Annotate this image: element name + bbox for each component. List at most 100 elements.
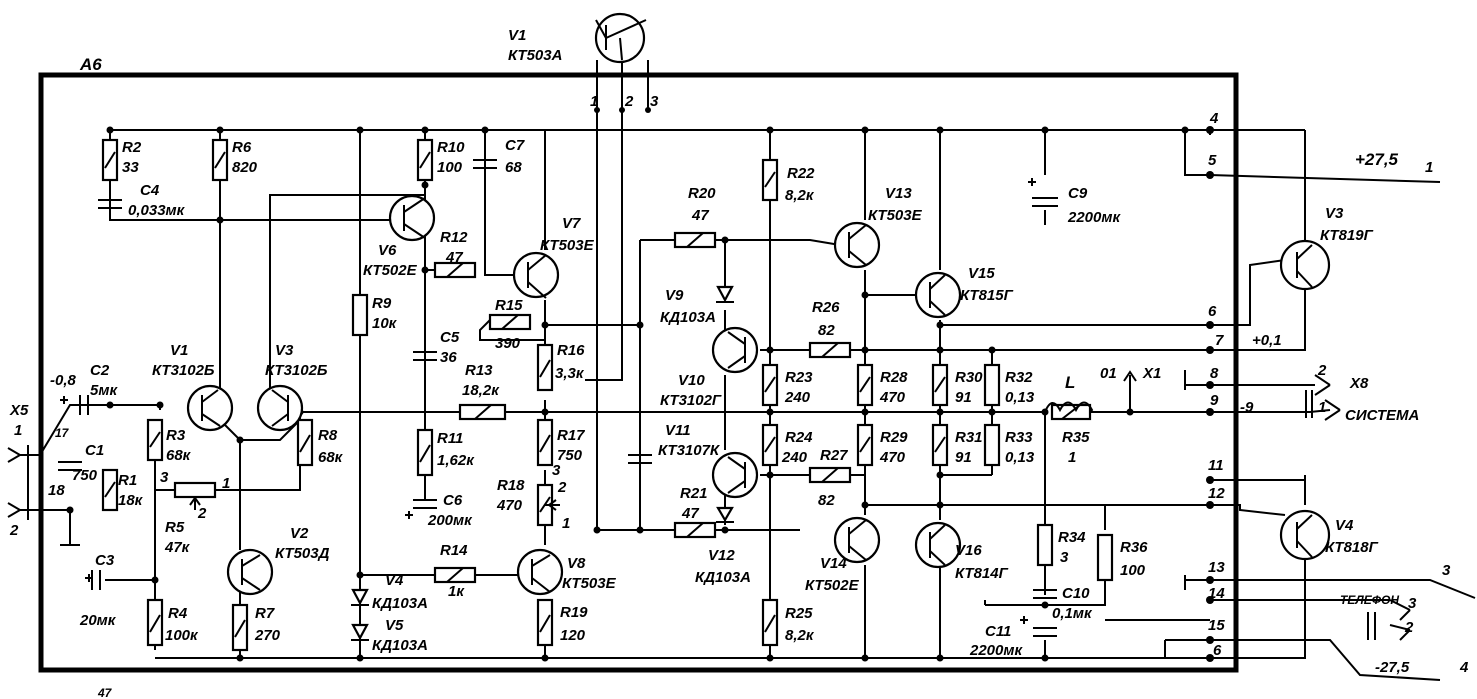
label-r10-val: 100 bbox=[437, 159, 463, 176]
label-r21-ref: R21 bbox=[680, 485, 708, 502]
diode-v4 bbox=[351, 588, 369, 606]
label-r22-val: 8,2к bbox=[785, 187, 815, 204]
label-minus275-num: 4 bbox=[1459, 659, 1469, 676]
label-r16-ref: R16 bbox=[557, 342, 585, 359]
label-r30-ref: R30 bbox=[955, 369, 983, 386]
label-r6-val: 820 bbox=[232, 159, 258, 176]
label-v13-ref: V13 bbox=[885, 185, 912, 202]
label-r15-val: 390 bbox=[495, 335, 521, 352]
label-r16-val: 3,3к bbox=[555, 365, 585, 382]
transistor-v6 bbox=[388, 194, 436, 242]
label-v11-val: КТ3107К bbox=[658, 442, 721, 459]
label-r1-ref: R1 bbox=[118, 472, 137, 489]
transistor-v3 bbox=[256, 384, 304, 432]
label-c5-val: 36 bbox=[440, 349, 457, 366]
inductor-l bbox=[1044, 401, 1094, 413]
label-r28-val: 470 bbox=[879, 389, 906, 406]
label-r17-val: 750 bbox=[557, 447, 583, 464]
label-v8-ref: V8 bbox=[567, 555, 586, 572]
transistor-v16 bbox=[914, 521, 962, 569]
label-v7-ref: V7 bbox=[562, 215, 581, 232]
label-c7-ref: C7 bbox=[505, 137, 525, 154]
label-r2-val: 33 bbox=[122, 159, 139, 176]
diode-v12 bbox=[716, 506, 734, 523]
label-v3ext-ref: V3 bbox=[1325, 205, 1344, 222]
label-c10-val: 0,1мк bbox=[1052, 605, 1093, 622]
label-r12-ref: R12 bbox=[440, 229, 468, 246]
label-v2-val: КТ503Д bbox=[275, 545, 330, 562]
label-c9-ref: C9 bbox=[1068, 185, 1088, 202]
label-r27-val: 82 bbox=[818, 492, 835, 509]
label-sistema: СИСТЕМА bbox=[1345, 407, 1419, 424]
resistor-r34 bbox=[1036, 523, 1054, 567]
label-v3ext-val: КТ819Г bbox=[1320, 227, 1374, 244]
label-r34-ref: R34 bbox=[1058, 529, 1086, 546]
label-vt-pin1: 1 bbox=[590, 93, 598, 110]
label-v9-ref: V9 bbox=[665, 287, 684, 304]
label-r3-ref: R3 bbox=[166, 427, 186, 444]
label-tel-pin2: 2 bbox=[1404, 619, 1414, 636]
label-v1-val: КТ3102Б bbox=[152, 362, 215, 379]
label-r26-val: 82 bbox=[818, 322, 835, 339]
transistor-v8 bbox=[516, 548, 564, 596]
component-labels: V1 КТ503А R2 33 C4 0,033мк R6 820 R10 10… bbox=[72, 27, 1379, 659]
label-n08: -0,8 bbox=[50, 372, 77, 389]
label-v6-ref: V6 bbox=[378, 242, 397, 259]
label-out3: 3 bbox=[1442, 562, 1451, 579]
label-r18-pin1: 1 bbox=[562, 515, 570, 532]
transistor-v11 bbox=[711, 451, 759, 499]
label-r36-val: 100 bbox=[1120, 562, 1146, 579]
label-telefon: ТЕЛЕФОН bbox=[1340, 593, 1399, 607]
label-r12-val: 47 bbox=[445, 249, 463, 266]
label-r24-val: 240 bbox=[781, 449, 808, 466]
label-l-ref: L bbox=[1065, 373, 1075, 392]
label-v1ext-val: КТ503А bbox=[508, 47, 562, 64]
label-r13-ref: R13 bbox=[465, 362, 493, 379]
label-r33-val: 0,13 bbox=[1005, 449, 1035, 466]
label-c1-val: 750 bbox=[72, 467, 98, 484]
transistor-v2 bbox=[226, 548, 274, 596]
label-v12-val: КД103А bbox=[695, 569, 751, 586]
label-c4-ref: C4 bbox=[140, 182, 160, 199]
label-c2-ref: C2 bbox=[90, 362, 110, 379]
label-pin5: 5 bbox=[1208, 152, 1217, 169]
label-v6-val: КТ502Е bbox=[363, 262, 418, 279]
resistor-r33 bbox=[983, 423, 1001, 467]
diode-v5 bbox=[351, 623, 369, 641]
label-v1-ref: V1 bbox=[170, 342, 188, 359]
r18-arrow bbox=[547, 499, 557, 511]
transistor-v4-ext bbox=[1279, 509, 1331, 561]
label-pin4: 4 bbox=[1209, 110, 1219, 127]
label-r21-val: 47 bbox=[681, 505, 699, 522]
label-r35-val: 1 bbox=[1068, 449, 1076, 466]
label-r10-ref: R10 bbox=[437, 139, 465, 156]
label-v7-val: КТ503Е bbox=[540, 237, 595, 254]
label-x5: X5 bbox=[9, 402, 29, 419]
resistor-r5 bbox=[173, 481, 217, 499]
label-r31-ref: R31 bbox=[955, 429, 983, 446]
label-v14-val: КТ502Е bbox=[805, 577, 860, 594]
label-n17: 17 bbox=[55, 426, 70, 440]
label-v10-val: КТ3102Г bbox=[660, 392, 722, 409]
label-r18-ref: R18 bbox=[497, 477, 525, 494]
label-r15-ref: R15 bbox=[495, 297, 523, 314]
transistor-v1 bbox=[186, 384, 234, 432]
label-c6-ref: C6 bbox=[443, 492, 463, 509]
transistor-v13 bbox=[833, 221, 881, 269]
label-r32-ref: R32 bbox=[1005, 369, 1033, 386]
label-r11-ref: R11 bbox=[437, 430, 463, 447]
label-pin16: 6 bbox=[1213, 642, 1222, 659]
label-pin6: 6 bbox=[1208, 303, 1217, 320]
label-pin12: 12 bbox=[1208, 485, 1225, 502]
label-v12-ref: V12 bbox=[708, 547, 735, 564]
resistor-r32 bbox=[983, 363, 1001, 407]
label-c3-val: 20мк bbox=[79, 612, 117, 629]
label-v16-ref: V16 bbox=[955, 542, 982, 559]
label-r18-pin2: 2 bbox=[557, 479, 567, 496]
transistors bbox=[186, 12, 1331, 596]
label-r25-ref: R25 bbox=[785, 605, 813, 622]
label-r23-val: 240 bbox=[784, 389, 811, 406]
label-r24-ref: R24 bbox=[785, 429, 813, 446]
label-v5-ref: V5 bbox=[385, 617, 404, 634]
